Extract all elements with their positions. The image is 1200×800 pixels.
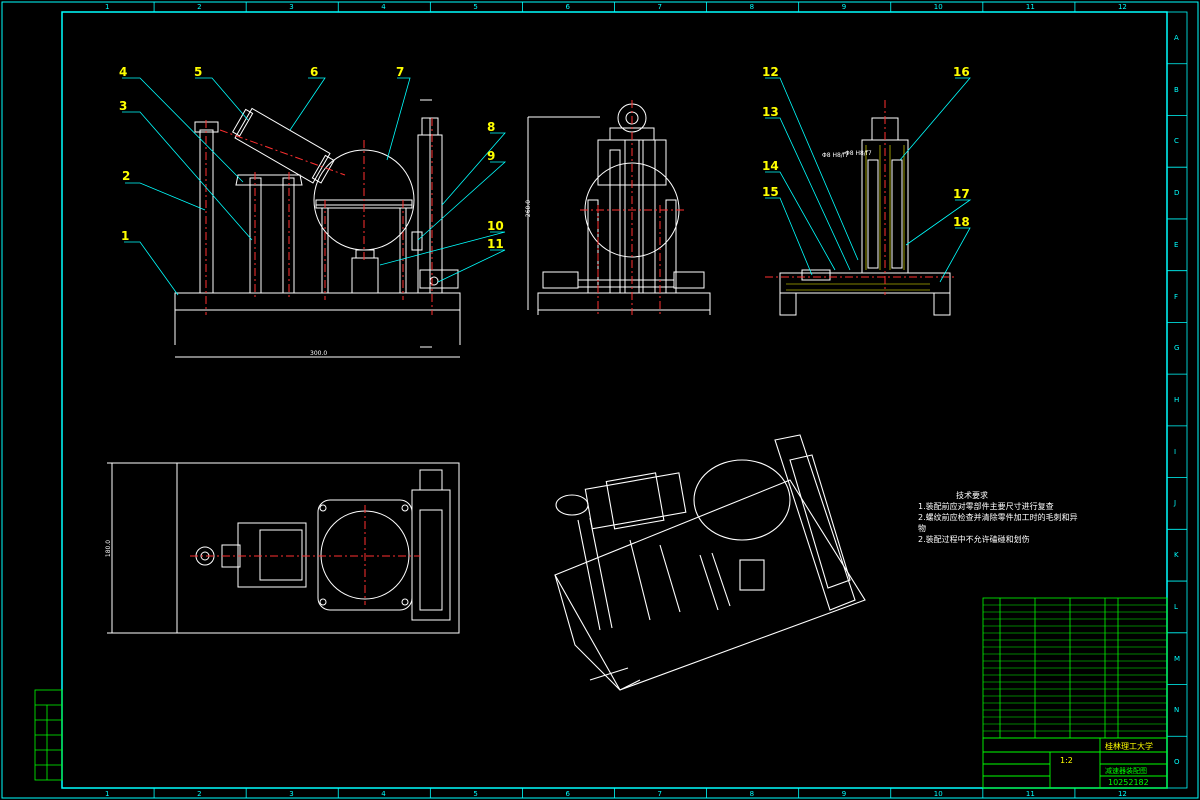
dim-front-width: 300.0 [310, 350, 328, 357]
title-scale: 1:2 [1060, 756, 1073, 765]
column-tick: 2 [197, 3, 202, 11]
part-label-1: 1 [121, 229, 130, 243]
row-tick: M [1174, 654, 1181, 663]
title-block [982, 737, 1168, 789]
part-label-3: 3 [119, 99, 128, 113]
title-drawing-number: 10252182 [1108, 778, 1149, 787]
row-tick: N [1174, 706, 1180, 715]
row-tick: E [1174, 240, 1179, 249]
part-label-6: 6 [310, 65, 319, 79]
column-tick: 8 [749, 790, 755, 798]
top-view [107, 462, 460, 634]
row-tick: K [1174, 551, 1179, 560]
section-hatch [786, 145, 930, 291]
part-label-10: 10 [487, 219, 504, 233]
row-tick: G [1174, 344, 1180, 353]
part-label-15: 15 [762, 185, 779, 199]
column-tick: 3 [289, 3, 294, 11]
column-tick: 12 [1117, 790, 1127, 798]
section-centerlines [765, 100, 955, 295]
part-label-11: 11 [487, 237, 504, 251]
row-zone-strip [1166, 11, 1188, 789]
column-tick: 6 [565, 790, 570, 798]
title-school: 桂林理工大学 [1105, 742, 1153, 751]
column-tick: 11 [1025, 790, 1035, 798]
dim-tolerance-a: Φ8 H8/f7 [822, 152, 849, 159]
row-tick: A [1174, 33, 1179, 42]
row-tick: F [1174, 292, 1179, 301]
leader-lines [122, 77, 972, 296]
side-view-centerlines [580, 100, 685, 315]
row-zone-dividers [1167, 63, 1187, 737]
notes-line-1: 1.装配前应对零部件主要尺寸进行复查 [918, 502, 1054, 511]
part-label-13: 13 [762, 105, 779, 119]
part-label-18: 18 [953, 215, 970, 229]
column-tick: 12 [1117, 3, 1127, 11]
column-tick: 4 [381, 790, 386, 798]
part-label-16: 16 [953, 65, 970, 79]
column-tick: 5 [473, 790, 478, 798]
front-view [174, 99, 461, 358]
part-label-8: 8 [487, 120, 496, 134]
row-tick: H [1174, 396, 1180, 404]
part-label-7: 7 [396, 65, 405, 79]
dim-top-height: 180.0 [105, 539, 113, 558]
column-tick: 11 [1025, 3, 1035, 11]
column-tick: 8 [749, 3, 755, 11]
column-zone-dividers [153, 2, 1076, 798]
part-label-9: 9 [487, 149, 496, 163]
column-tick: 6 [565, 3, 570, 11]
part-label-12: 12 [762, 65, 779, 79]
notes-line-2: 2.螺纹前应检查并清除零件加工时的毛刺和异 [918, 513, 1078, 522]
part-label-14: 14 [762, 159, 779, 173]
parts-list-rows [983, 604, 1167, 732]
column-tick: 9 [841, 790, 847, 798]
row-tick: O [1174, 758, 1180, 767]
notes-title: 技术要求 [956, 491, 988, 500]
part-label-4: 4 [119, 65, 128, 79]
row-tick: D [1174, 189, 1180, 198]
dim-tolerance-b: Φ8 H8/f7 [845, 150, 872, 157]
column-tick: 7 [657, 3, 662, 11]
column-tick: 10 [933, 3, 943, 11]
row-tick: L [1174, 602, 1178, 611]
column-tick: 5 [473, 3, 478, 11]
row-tick: B [1174, 85, 1179, 94]
column-tick: 2 [197, 790, 202, 798]
notes-line-4: 2.装配过程中不允许磕碰和划伤 [918, 535, 1030, 544]
title-drawing-name: 减速器装配图 [1105, 767, 1147, 775]
column-tick: 10 [933, 790, 943, 798]
top-view-centerlines [190, 505, 420, 605]
left-stamp-table [34, 689, 63, 781]
notes-line-3: 物 [918, 524, 926, 533]
front-view-centerlines [205, 118, 433, 315]
column-tick: 7 [657, 790, 662, 798]
part-label-17: 17 [953, 187, 970, 201]
row-tick: J [1174, 499, 1177, 508]
row-tick: C [1174, 137, 1179, 146]
technical-notes: 技术要求 1.装配前应对零部件主要尺寸进行复查 2.螺纹前应检查并清除零件加工时… [918, 490, 1078, 545]
column-tick: 4 [381, 3, 386, 11]
part-label-2: 2 [122, 169, 131, 183]
section-view [779, 117, 951, 316]
part-label-5: 5 [194, 65, 203, 79]
column-tick: 9 [841, 3, 847, 11]
column-tick: 1 [105, 3, 110, 11]
row-tick: I [1174, 447, 1177, 456]
isometric-view [554, 434, 866, 691]
dim-front-height: 260.0 [525, 199, 533, 218]
column-tick: 1 [105, 790, 110, 798]
column-tick: 3 [289, 790, 294, 798]
